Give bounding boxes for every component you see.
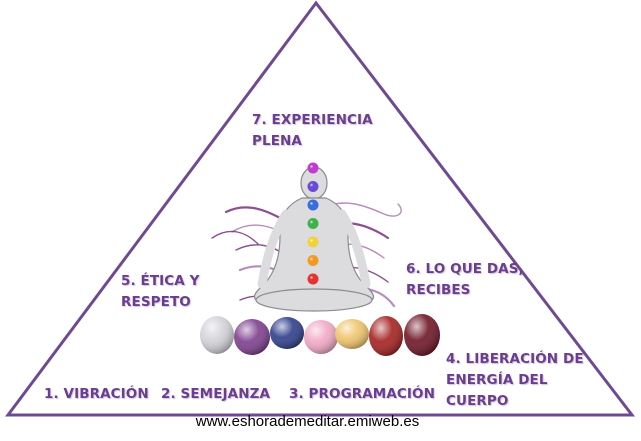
principle-5-label: 5. ÉTICA Y RESPETO — [121, 273, 200, 310]
chakra-dot-highlight — [308, 219, 315, 225]
carnelian-stone-shading — [369, 316, 403, 356]
gemstone-row — [200, 314, 440, 356]
chakra-dot-highlight — [308, 274, 315, 281]
rose-quartz-stone-shading — [304, 320, 338, 354]
amethyst-stone-shading — [234, 319, 270, 355]
meditating-figure — [253, 166, 375, 312]
principle-2-label: 2. SEMEJANZA — [161, 386, 271, 402]
clear-quartz-stone-shading — [200, 316, 234, 354]
principle-1-label: 1. VIBRACIÓN — [44, 386, 149, 402]
chakra-column — [307, 162, 319, 285]
principle-3-label: 3. PROGRAMACIÓN — [289, 386, 435, 402]
figure-arm-left — [257, 209, 291, 289]
chakra-dot-highlight — [308, 256, 315, 262]
chakra-dot-highlight — [308, 237, 315, 244]
principle-7-label: 7. EXPERIENCIA PLENA — [252, 112, 373, 149]
principle-6-label: 6. LO QUE DAS, RECIBES — [406, 261, 524, 298]
principle-4-label: 4. LIBERACIÓN DE ENERGÍA DEL CUERPO — [446, 351, 584, 409]
triangle-outline — [5, 0, 636, 417]
citrine-stone-shading — [335, 319, 369, 349]
chakra-dot-highlight — [308, 163, 315, 170]
figure-legs — [255, 288, 373, 312]
figure-arm-right — [337, 209, 371, 289]
website-url: www.eshorademeditar.emiweb.es — [195, 413, 420, 430]
garnet-stone-shading — [404, 314, 440, 356]
chakra-dot-highlight — [308, 200, 315, 207]
sapphire-stone-shading — [270, 317, 304, 349]
chakra-dot-highlight — [308, 182, 315, 188]
